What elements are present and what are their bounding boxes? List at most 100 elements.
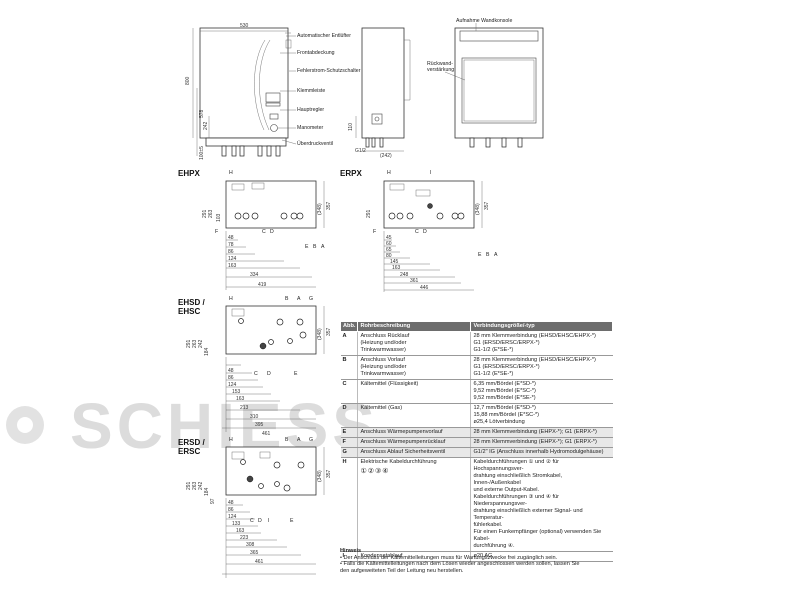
ersd-dim: 184	[204, 487, 210, 496]
table-cell-spec: Kabeldurchführungen ① und ② für Hochspan…	[470, 457, 613, 552]
table-header-spec: Verbindungsgröße/-typ	[470, 321, 613, 332]
erpx-dim: 248	[400, 272, 409, 278]
callout-hauptregler: Hauptregler	[297, 107, 324, 113]
ersd-letter-e: E	[290, 518, 294, 524]
table-cell-desc: Anschluss Wärmepumpenvorlauf	[357, 427, 472, 438]
erpx-letter-f: F	[373, 229, 376, 235]
ehpx-letter-e: E	[305, 244, 309, 250]
ersd-dim: 163	[236, 528, 245, 534]
table-cell-desc: Anschluss Wärmepumpenrücklauf	[357, 437, 472, 448]
ehsd-dim: 163	[236, 396, 245, 402]
ersd-letter-g: G	[309, 437, 313, 443]
ehsd-dim: 291	[186, 339, 192, 348]
notes-title: Hinweis	[340, 548, 362, 554]
table-cell-spec: ø20 AG	[470, 551, 613, 562]
erpx-dim: 80	[386, 253, 392, 259]
ehsd-letter-b: B	[285, 296, 289, 302]
ehsd-dim: 461	[262, 431, 271, 437]
ersd-dim: 242	[198, 481, 204, 490]
ersd-letter-d: D	[258, 518, 262, 524]
ehpx-dim: 78	[228, 242, 234, 248]
ersd-title-1: ERSD /	[178, 438, 205, 447]
ersd-dim: 461	[255, 559, 264, 565]
table-header-desc: Rohrbeschreibung	[357, 321, 472, 332]
erpx-dim: 60	[386, 241, 392, 247]
ehsd-title-1: EHSD /	[178, 298, 205, 307]
ehsd-letter-d: D	[267, 371, 271, 377]
erpx-dim: 65	[386, 247, 392, 253]
callout-klemmleiste: Klemmleiste	[297, 88, 325, 94]
ehsd-dim: 48	[228, 368, 234, 374]
ersd-dim: 291	[186, 481, 192, 490]
table-cell-abb: I	[340, 551, 359, 562]
ehpx-dim: 48	[228, 235, 234, 241]
erpx-letter-a: A	[494, 252, 498, 258]
note-text: Der Anschluss der Kältemittelleitungen m…	[343, 554, 558, 561]
front-callouts: Automatischer Entlüfter Frontabdeckung F…	[278, 33, 361, 147]
ersd-dim: 365	[250, 550, 259, 556]
erpx-dim: 446	[420, 285, 429, 291]
ehpx-dim: 124	[228, 256, 237, 262]
ehsd-letter-a: A	[297, 296, 301, 302]
ehpx-letter-a: A	[321, 244, 325, 250]
table-cell-desc: Anschluss Vorlauf (Heizung und/oder Trin…	[357, 355, 472, 380]
side-view: 110 G1/2 (242)	[348, 27, 411, 159]
ehpx-letter-h: H	[229, 170, 233, 176]
front-dim-242: 242	[203, 121, 209, 130]
front-dim-height: 800	[185, 76, 191, 85]
ehpx-title: EHPX	[178, 169, 200, 178]
front-dim-width: 530	[240, 23, 249, 29]
ersd-letter-b: B	[285, 437, 289, 443]
front-dim-foot: 100±5	[199, 146, 205, 160]
ehpx-dim: (348)	[317, 203, 323, 215]
callout-fi-schalter: Fehlerstrom-Schutzschalter	[297, 68, 361, 74]
table-cell-abb: B	[340, 355, 359, 380]
table-cell-abb: C	[340, 379, 359, 404]
front-view: 530 800 578 242 100±5 Automatischer Entl…	[185, 23, 361, 160]
table-cell-desc: Kältemittel (Flüssigkeit)	[357, 379, 472, 404]
ehsd-view: EHSD / EHSC H B A G C D E 48 86 124 153 …	[178, 296, 332, 437]
erpx-dim: 357	[484, 201, 490, 210]
ehsd-letter-c: C	[254, 371, 258, 377]
ersd-dim: (348)	[317, 470, 323, 482]
table-cell-abb: F	[340, 437, 359, 448]
table-cell-desc: Kältemittel (Gas)	[357, 403, 472, 428]
ehpx-letter-d: D	[270, 229, 274, 235]
note-text: Falls die Kältemittelleitungen nach dem …	[340, 561, 580, 574]
erpx-letter-e: E	[478, 252, 482, 258]
table-cell-spec: G1/2" IG (Anschluss innerhalb Hydromodul…	[470, 447, 613, 458]
ehpx-dim: 103	[216, 213, 222, 222]
erpx-dim: 163	[392, 265, 401, 271]
ehpx-letter-b: B	[313, 244, 317, 250]
erpx-dim: (348)	[475, 203, 481, 215]
side-dim-g12: G1/2	[355, 148, 366, 154]
callout-wandkonsole: Aufnahme Wandkonsole	[456, 18, 512, 24]
note-item: • Falls die Kältemittelleitungen nach de…	[340, 561, 580, 574]
ehsd-dim: 263	[192, 339, 198, 348]
callout-frontabdeckung: Frontabdeckung	[297, 50, 335, 56]
ehsd-dim: 86	[228, 375, 234, 381]
callout-rueckwand-2: verstärkung	[427, 67, 454, 73]
table-cell-desc: Anschluss Ablauf Sicherheitsventil	[357, 447, 472, 458]
ehsd-letter-g: G	[309, 296, 313, 302]
ersd-letter-h: H	[229, 437, 233, 443]
table-cell-abb: E	[340, 427, 359, 438]
table-cell-desc: Anschluss Rücklauf (Heizung und/oder Tri…	[357, 331, 472, 356]
front-dim-578: 578	[199, 109, 205, 118]
table-cell-abb: D	[340, 403, 359, 428]
erpx-view: ERPX H I F C D E B A 45 60 65 80 145 16	[340, 169, 498, 292]
ehsd-letter-h: H	[229, 296, 233, 302]
ehsd-dim: (348)	[317, 328, 323, 340]
table-cell-abb: H	[340, 457, 359, 552]
erpx-letter-c: C	[415, 229, 419, 235]
ersd-dim: 86	[228, 507, 234, 513]
